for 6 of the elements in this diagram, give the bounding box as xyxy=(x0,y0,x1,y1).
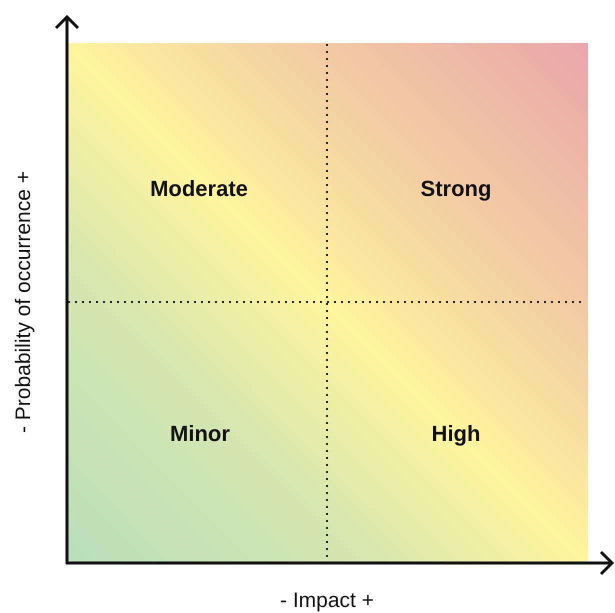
quadrant-label: Moderate xyxy=(150,176,248,202)
axis-title: - Probability of occurrence + xyxy=(12,170,36,434)
quadrant-label: Minor xyxy=(170,421,230,447)
quadrant-label: High xyxy=(432,421,480,447)
quadrant-label: Strong xyxy=(420,176,492,202)
axis-title: - Impact + xyxy=(280,589,374,613)
